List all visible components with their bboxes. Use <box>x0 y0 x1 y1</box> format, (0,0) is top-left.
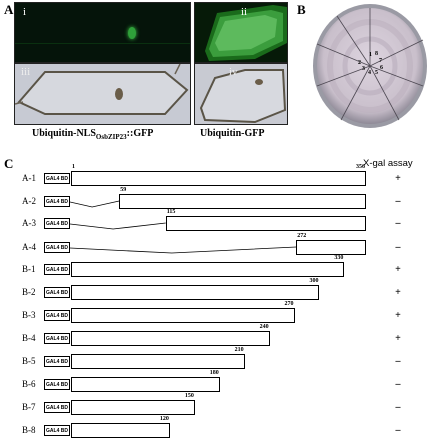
micrograph-ii: ii <box>194 2 288 63</box>
cell-outline-iv <box>195 64 287 124</box>
gal4-bd-box-a-2: GAL4 BD <box>44 196 70 207</box>
residue-start-label-a-2: 59 <box>120 187 127 193</box>
construct-bar-a-4 <box>296 240 366 255</box>
cell-outline-iii <box>15 64 190 124</box>
deletion-connector-a-3 <box>70 222 166 230</box>
gal4-bd-box-b-2: GAL4 BD <box>44 287 70 298</box>
x-gal-result-a-4: – <box>395 242 401 253</box>
gal4-bd-box-b-7: GAL4 BD <box>44 402 70 413</box>
construct-label-a-2: A-2 <box>22 196 36 206</box>
deletion-connector-a-2 <box>70 200 120 208</box>
gal4-bd-box-a-1: GAL4 BD <box>44 173 70 184</box>
construct-bar-b-4 <box>71 331 270 346</box>
deletion-connector-a-4 <box>70 246 297 254</box>
plate-label-2: 2 <box>358 60 361 66</box>
faint-line <box>15 43 190 44</box>
residue-start-label-a-3: 115 <box>166 209 176 215</box>
residue-start-label-a-1: 1 <box>72 164 75 170</box>
caption-right: Ubiquitin-GFP <box>200 128 265 139</box>
caption-left-sub: OsbZIP23 <box>95 133 127 141</box>
construct-label-b-1: B-1 <box>22 264 36 274</box>
construct-label-b-4: B-4 <box>22 333 36 343</box>
construct-label-b-7: B-7 <box>22 402 36 412</box>
gal4-bd-box-b-6: GAL4 BD <box>44 379 70 390</box>
gal4-bd-box-a-4: GAL4 BD <box>44 242 70 253</box>
construct-bar-b-8 <box>71 423 170 438</box>
plate-label-7: 7 <box>379 58 382 64</box>
agar-plate: 1 2 3 4 5 6 7 8 <box>311 2 429 130</box>
construct-bar-a-3 <box>165 216 366 231</box>
residue-end-label-b-7: 150 <box>184 393 194 399</box>
gal4-bd-box-b-1: GAL4 BD <box>44 264 70 275</box>
construct-label-b-5: B-5 <box>22 356 36 366</box>
residue-start-label-a-4: 272 <box>297 233 307 239</box>
construct-bar-b-7 <box>71 400 195 415</box>
construct-label-a-1: A-1 <box>22 173 36 183</box>
nucleus-signal-i <box>128 27 136 39</box>
construct-bar-b-3 <box>71 308 295 323</box>
gal4-bd-box-b-4: GAL4 BD <box>44 333 70 344</box>
construct-label-b-6: B-6 <box>22 379 36 389</box>
residue-end-label-b-8: 120 <box>159 416 169 422</box>
construct-bar-a-1 <box>71 171 366 186</box>
residue-end-label-b-3: 270 <box>284 301 294 307</box>
x-gal-result-b-1: + <box>395 264 401 275</box>
residue-end-label-b-4: 240 <box>259 324 269 330</box>
x-gal-result-b-4: + <box>395 333 401 344</box>
construct-label-a-4: A-4 <box>22 242 36 252</box>
residue-end-label-b-6: 180 <box>209 370 219 376</box>
plate-label-4: 4 <box>368 70 371 76</box>
x-gal-result-a-2: – <box>395 196 401 207</box>
panel-c-letter: C <box>4 156 14 171</box>
x-gal-result-b-7: – <box>395 402 401 413</box>
gal4-bd-box-b-3: GAL4 BD <box>44 310 70 321</box>
sublabel-ii: ii <box>241 6 248 18</box>
gal4-bd-box-b-5: GAL4 BD <box>44 356 70 367</box>
construct-label-b-2: B-2 <box>22 287 36 297</box>
plate-drawing <box>313 4 427 128</box>
construct-bar-b-2 <box>71 285 320 300</box>
x-gal-result-b-6: – <box>395 379 401 390</box>
gal4-bd-box-a-3: GAL4 BD <box>44 218 70 229</box>
micrograph-i: i <box>14 2 191 63</box>
plate-label-5: 5 <box>375 70 378 76</box>
gfp-cell-shape <box>205 5 287 61</box>
residue-end-label-a-1: 356 <box>356 164 365 170</box>
construct-label-a-3: A-3 <box>22 218 36 228</box>
plate-label-6: 6 <box>380 65 383 71</box>
x-gal-result-b-8: – <box>395 425 401 436</box>
caption-left-tail: ::GFP <box>126 128 154 139</box>
construct-label-b-3: B-3 <box>22 310 36 320</box>
caption-left: Ubiquitin-NLSOsbZIP23::GFP <box>32 128 153 141</box>
x-gal-assay-header: X-gal assay <box>363 158 413 169</box>
sublabel-iii: iii <box>21 66 31 78</box>
x-gal-result-b-5: – <box>395 356 401 367</box>
construct-bar-b-6 <box>71 377 220 392</box>
construct-bar-b-1 <box>71 262 345 277</box>
sublabel-i: i <box>23 6 27 18</box>
plate-label-3: 3 <box>362 66 365 72</box>
residue-end-label-b-5: 210 <box>234 347 244 353</box>
gal4-bd-box-b-8: GAL4 BD <box>44 425 70 436</box>
caption-left-main: Ubiquitin-NLS <box>32 128 96 139</box>
micrograph-iii: iii <box>14 63 191 125</box>
plate-label-1: 1 <box>369 52 372 58</box>
sublabel-iv: iv <box>229 66 238 78</box>
x-gal-result-b-2: + <box>395 287 401 298</box>
micrograph-iv: iv <box>194 63 288 125</box>
construct-bar-a-2 <box>119 194 366 209</box>
x-gal-result-b-3: + <box>395 310 401 321</box>
x-gal-result-a-1: + <box>395 173 401 184</box>
residue-end-label-b-1: 330 <box>334 255 344 261</box>
residue-end-label-b-2: 300 <box>309 278 319 284</box>
panel-a-letter: A <box>4 2 14 17</box>
plate-label-8: 8 <box>375 51 378 57</box>
construct-bar-b-5 <box>71 354 245 369</box>
construct-label-b-8: B-8 <box>22 425 36 435</box>
x-gal-result-a-3: – <box>395 218 401 229</box>
panel-b-letter: B <box>297 2 306 17</box>
